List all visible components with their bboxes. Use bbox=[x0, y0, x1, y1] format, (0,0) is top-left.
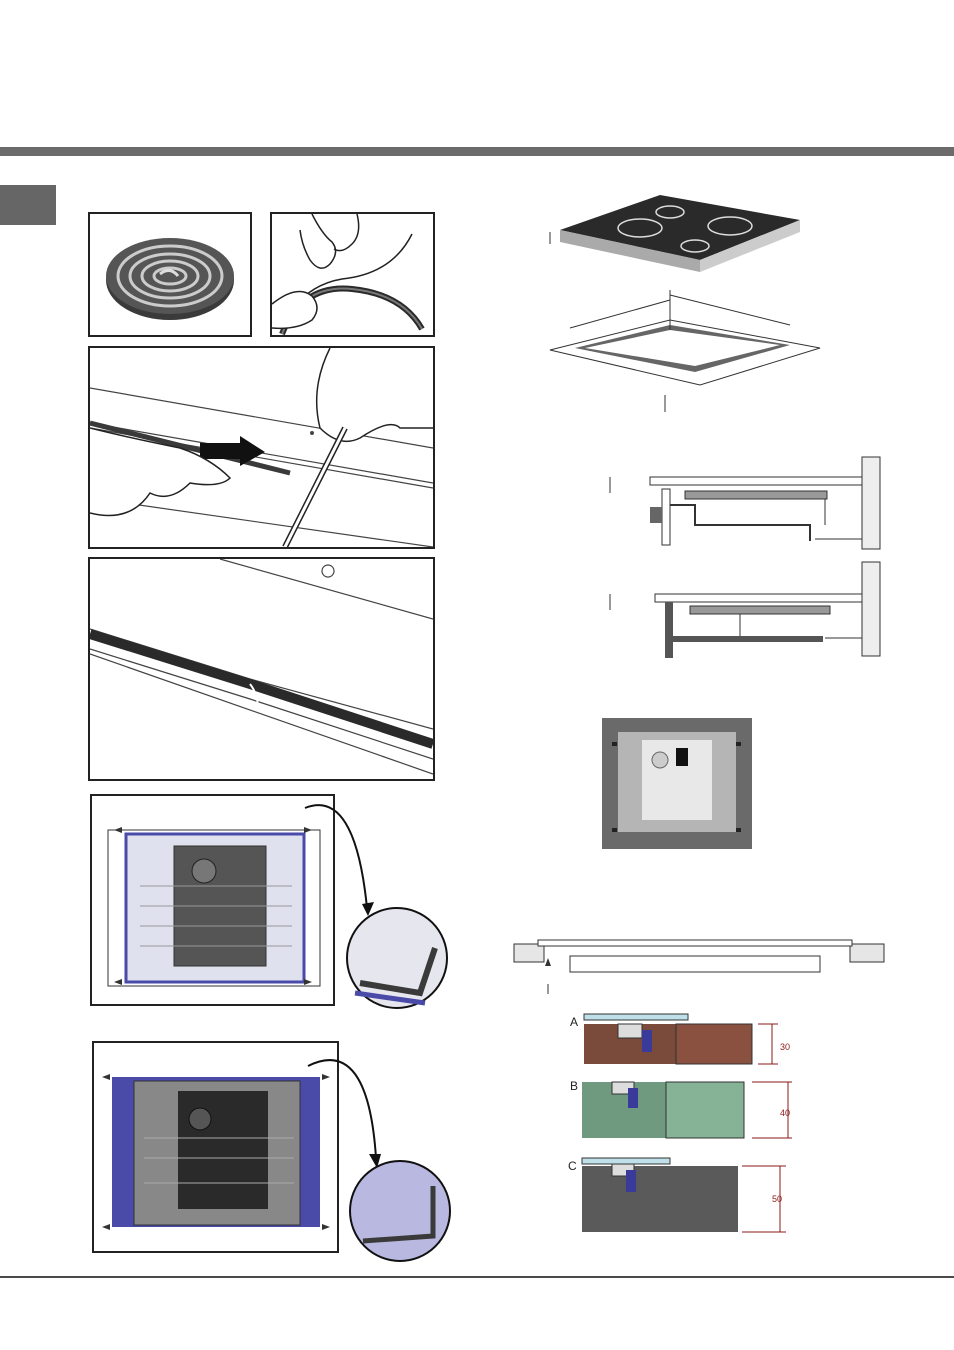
cross-section-illustration bbox=[600, 560, 890, 660]
cutout-diagram bbox=[540, 190, 830, 420]
fixing-bracket-illustration: A 30 bbox=[566, 1010, 806, 1080]
variant-a-thickness: 30 bbox=[780, 1042, 790, 1052]
seal-corner-zoom bbox=[300, 798, 450, 1010]
footer-rule bbox=[0, 1276, 954, 1278]
variant-a-letter: A bbox=[570, 1015, 578, 1029]
cross-section-illustration bbox=[600, 455, 890, 565]
cooktop-cutout-illustration bbox=[540, 190, 830, 420]
apply-seal-figure bbox=[88, 346, 435, 549]
fixing-bracket-illustration: C 50 bbox=[566, 1156, 806, 1238]
fixing-bracket-illustration: B 40 bbox=[566, 1078, 806, 1140]
fixing-variant-c: C 50 bbox=[566, 1156, 806, 1238]
underside-seal-figure bbox=[90, 794, 335, 1006]
zoom-callout bbox=[303, 1046, 453, 1262]
flush-mount-illustration bbox=[510, 936, 890, 996]
header-bar bbox=[0, 147, 954, 156]
section-oven-diagram bbox=[600, 455, 890, 565]
seal-application-illustration bbox=[90, 348, 433, 547]
frame-corner-zoom bbox=[303, 1046, 453, 1262]
fixing-variant-a: A 30 bbox=[566, 1010, 806, 1080]
hob-underside-illustration bbox=[92, 796, 333, 1004]
variant-b-letter: B bbox=[570, 1079, 578, 1093]
fixing-variant-b: B 40 bbox=[566, 1078, 806, 1140]
underside-frame-figure bbox=[92, 1041, 339, 1253]
seal-roll-figure bbox=[88, 212, 252, 337]
seal-closeup-figure bbox=[88, 557, 435, 781]
hob-photo bbox=[602, 718, 752, 849]
underside-photo bbox=[602, 718, 752, 849]
variant-b-thickness: 40 bbox=[780, 1108, 790, 1118]
seal-closeup-illustration bbox=[90, 559, 433, 779]
zoom-callout bbox=[300, 798, 450, 1010]
section-drawer-diagram bbox=[600, 560, 890, 660]
peel-backing-figure bbox=[270, 212, 435, 337]
hob-frame-illustration bbox=[94, 1043, 337, 1251]
seal-roll-icon bbox=[90, 214, 250, 335]
hands-peeling-seal-icon bbox=[272, 214, 433, 335]
variant-c-thickness: 50 bbox=[772, 1194, 782, 1204]
variant-c-letter: C bbox=[568, 1159, 577, 1173]
flush-mount-section bbox=[510, 936, 890, 996]
language-tab bbox=[0, 185, 56, 225]
